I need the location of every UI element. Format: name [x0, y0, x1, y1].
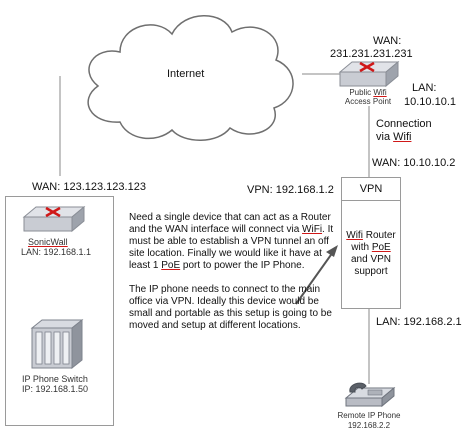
sonicwall-wan-label: WAN: 123.123.123.123 — [32, 181, 146, 193]
ip-phone-switch-ip: IP: 192.168.1.50 — [22, 384, 89, 394]
access-point-wan-ip: 231.231.231.231 — [330, 48, 413, 60]
remote-ip-phone-name: Remote IP Phone — [337, 411, 401, 420]
connection-label-via: via — [376, 131, 394, 143]
main-office-box — [5, 196, 114, 426]
vpn-router-line3: and VPN — [350, 254, 392, 265]
note-p1-poe: PoE — [161, 260, 181, 271]
note-paragraph-2: The IP phone needs to connect to the mai… — [129, 284, 332, 331]
note-paragraph-1: Need a single device that can act as a R… — [129, 212, 339, 272]
access-point-lan-ip: 10.10.10.1 — [404, 96, 456, 108]
vpn-router-box: VPN Wifi Router with PoE and VPN support — [341, 177, 401, 309]
note-arrow — [295, 251, 334, 305]
connection-label-wifi: Wifi — [393, 131, 412, 143]
vpn-router-lan-label: LAN: 192.168.2.1 — [376, 316, 462, 328]
description-note: Need a single device that can act as a R… — [129, 212, 339, 344]
vpn-router-router-word: Router — [362, 230, 396, 241]
access-point-name: Public Wifi Access Point — [334, 88, 402, 106]
vpn-router-wifi-word: Wifi — [346, 230, 363, 241]
vpn-router-header: VPN — [359, 183, 383, 195]
ip-phone-switch-icon — [30, 318, 84, 370]
note-arrow-head — [326, 245, 338, 257]
vpn-router-poe-word: PoE — [371, 242, 391, 253]
note-p1-part-b: . It must be able to establish a VPN tun… — [129, 224, 334, 271]
vpn-router-wan-label: WAN: 10.10.10.2 — [372, 157, 456, 169]
vpn-router-with-word: with — [351, 242, 372, 253]
sonicwall-lan-label: LAN: 192.168.1.1 — [21, 247, 92, 257]
access-point-device-icon — [338, 60, 400, 88]
note-p1-part-c: port to power the IP Phone. — [180, 260, 305, 271]
connection-label-line2: via Wifi — [376, 131, 411, 144]
access-point-wan-label: WAN: — [373, 35, 402, 47]
vpn-router-description: Wifi Router with PoE and VPN support — [342, 230, 400, 278]
vpn-router-divider — [342, 200, 400, 201]
vpn-router-vpn-ip: VPN: 192.168.1.2 — [247, 184, 334, 196]
sonicwall-device-icon — [22, 205, 86, 233]
internet-label: Internet — [167, 68, 205, 80]
sonicwall-name: SonicWall — [28, 237, 68, 247]
access-point-name-wifi: Wifi — [373, 88, 387, 97]
access-point-name-public: Public — [349, 88, 372, 97]
remote-ip-phone-icon — [344, 382, 396, 408]
remote-ip-phone-ip: 192.168.2.2 — [347, 421, 391, 430]
access-point-name-rest: Access Point — [344, 97, 392, 106]
ip-phone-switch-name: IP Phone Switch — [22, 374, 88, 384]
connection-label-line1: Connection — [376, 118, 432, 130]
internet-cloud-icon — [87, 15, 294, 141]
note-p1-wifi: WiFi — [302, 224, 323, 235]
vpn-router-line4: support — [354, 266, 388, 277]
note-p1-part-a: Need a single device that can act as a R… — [129, 212, 331, 235]
access-point-lan-label: LAN: — [412, 82, 437, 94]
